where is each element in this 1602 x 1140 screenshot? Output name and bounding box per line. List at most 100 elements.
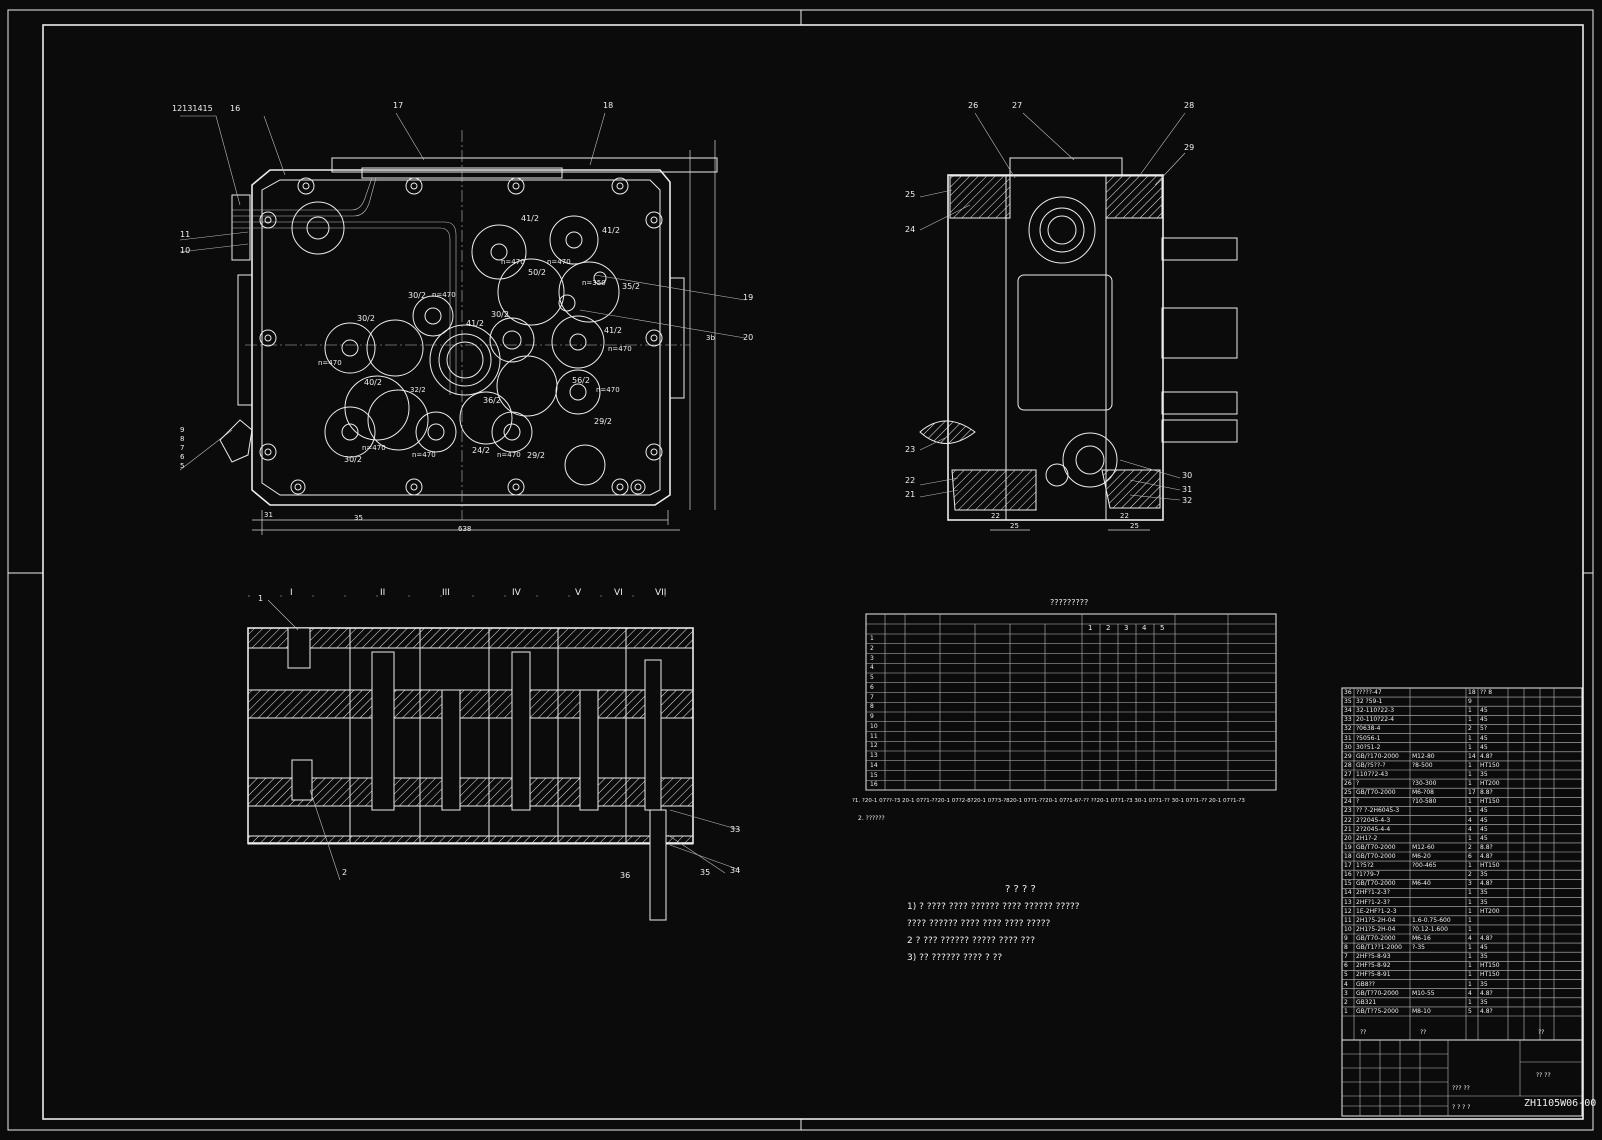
- parts-cell: 1: [1468, 707, 1472, 715]
- parts-cell: 23: [1344, 807, 1352, 815]
- parts-footer-b: ??: [1420, 1029, 1427, 1036]
- gear-table-row-number: 14: [870, 761, 878, 769]
- gear-table-row-number: 1: [870, 635, 874, 642]
- notes-heading: ? ? ? ?: [1005, 884, 1036, 895]
- parts-cell: 1: [1468, 743, 1472, 751]
- parts-footer-a: ??: [1360, 1029, 1367, 1036]
- parts-cell: GB/?170-2000: [1356, 752, 1399, 760]
- parts-cell: 4.8?: [1480, 935, 1493, 942]
- gear-table-row-number: 3: [870, 654, 874, 662]
- parts-cell: ?8-500: [1412, 761, 1433, 769]
- parts-cell: 30?51-2: [1356, 743, 1381, 751]
- gear-label: 36/2: [483, 396, 501, 405]
- parts-cell: ?? ?-2H6045-3: [1356, 807, 1400, 815]
- parts-cell: 2H1?-2: [1356, 834, 1378, 842]
- gear-label: 32/2: [410, 386, 426, 394]
- side-callout-26: 26: [968, 101, 979, 110]
- parts-cell: M8-10: [1412, 1007, 1431, 1015]
- parts-cell: 18: [1468, 689, 1476, 696]
- parts-cell: 2H1?5-2H-04: [1356, 916, 1396, 924]
- gear-label: n=470: [497, 451, 521, 459]
- gear-label: 30/2: [357, 314, 375, 323]
- parts-cell: 1: [1468, 962, 1472, 970]
- parts-cell: 1: [1468, 761, 1472, 769]
- section-label: VII: [655, 588, 667, 598]
- front-callout-10: 10: [180, 246, 191, 255]
- section-label: IV: [512, 588, 521, 598]
- gear-label: 24/2: [472, 446, 490, 455]
- parts-cell: ?-35: [1412, 944, 1425, 952]
- parts-cell: GB/T1??1-2000: [1356, 944, 1402, 952]
- parts-cell: 45: [1480, 743, 1488, 751]
- gear-table-header: 4: [1142, 624, 1147, 632]
- gear-table-row-number: 6: [870, 683, 874, 691]
- gear-table-header: 2: [1106, 624, 1111, 632]
- side-view: [919, 112, 1238, 531]
- parts-cell: 4.8?: [1480, 880, 1493, 888]
- parts-cell: 2?2045-4-4: [1356, 825, 1391, 833]
- parts-cell: 14: [1468, 752, 1476, 760]
- parts-cell: 24: [1344, 798, 1352, 806]
- parts-cell: 2HF?1-2-3?: [1356, 889, 1390, 897]
- parts-cell: 2HF?1-2-3?: [1356, 898, 1390, 906]
- gear-label: 35/2: [622, 282, 640, 291]
- gear-label: n=470: [608, 345, 632, 353]
- parts-cell: 36: [1344, 689, 1352, 696]
- parts-cell: 45: [1480, 834, 1488, 842]
- parts-cell: 1: [1468, 980, 1472, 988]
- parts-cell: GB/T?75-2000: [1356, 1007, 1399, 1015]
- side-callout-29: 29: [1184, 143, 1195, 152]
- parts-cell: 1: [1468, 716, 1472, 724]
- section-label: VI: [614, 588, 623, 598]
- gear-label: 41/2: [602, 226, 620, 235]
- parts-cell: 4: [1468, 989, 1472, 997]
- parts-cell: GB321: [1356, 998, 1377, 1006]
- gear-label: n=470: [432, 291, 456, 299]
- parts-cell: 1: [1468, 971, 1472, 979]
- section-callout-2: 2: [342, 868, 348, 877]
- parts-cell: HT150: [1480, 798, 1500, 806]
- gear-table-row-number: 11: [870, 732, 878, 740]
- parts-cell: 1.6-0.75-600: [1412, 916, 1451, 924]
- title-block-small-1: ??? ??: [1452, 1085, 1470, 1092]
- notes-line-4: 3) ?? ?????? ???? ? ??: [907, 953, 1003, 963]
- parts-cell: GB/T70-2000: [1356, 843, 1396, 851]
- front-callout-17: 17: [393, 101, 404, 110]
- parts-cell: ?30-300: [1412, 780, 1437, 788]
- side-callout-24: 24: [905, 225, 916, 234]
- gear-label: n=470: [362, 444, 386, 452]
- parts-cell: 35: [1480, 871, 1488, 879]
- parts-cell: 1: [1468, 916, 1472, 924]
- front-callout-8: 8: [180, 435, 185, 443]
- front-callout-9: 9: [180, 426, 185, 434]
- parts-cell: 2: [1468, 725, 1472, 733]
- parts-cell: 4.8?: [1480, 1007, 1493, 1015]
- gear-table: [865, 613, 1277, 791]
- parts-cell: 14: [1344, 889, 1352, 897]
- parts-cell: 30: [1344, 743, 1352, 751]
- side-callout-23: 23: [905, 445, 916, 454]
- parts-cell: 33: [1344, 716, 1352, 724]
- parts-cell: 8.8?: [1480, 843, 1493, 851]
- front-callout-16: 16: [230, 104, 241, 113]
- gear-table-header: 3: [1124, 624, 1129, 632]
- parts-cell: 1: [1468, 798, 1472, 806]
- parts-cell: M10-55: [1412, 989, 1435, 997]
- parts-cell: HT150: [1480, 862, 1500, 870]
- parts-cell: 4: [1344, 980, 1348, 988]
- title-block-small-2: ?? ??: [1536, 1072, 1551, 1079]
- parts-cell: 1: [1468, 907, 1472, 915]
- gear-label: n=470: [318, 359, 342, 367]
- front-callout-12131415: 12131415: [172, 104, 213, 113]
- parts-cell: 35: [1344, 698, 1352, 706]
- parts-cell: GB/T70-2000: [1356, 880, 1396, 888]
- gear-table-caption: ?????????: [1050, 598, 1089, 607]
- front-callout-11: 11: [180, 230, 191, 239]
- gear-label: 50/2: [528, 268, 546, 277]
- gear-table-row-number: 15: [870, 771, 878, 779]
- side-dim: 25: [1010, 522, 1019, 530]
- parts-cell: 35: [1480, 771, 1488, 778]
- parts-cell: 1: [1468, 807, 1472, 815]
- parts-cell: 4.8?: [1480, 752, 1493, 760]
